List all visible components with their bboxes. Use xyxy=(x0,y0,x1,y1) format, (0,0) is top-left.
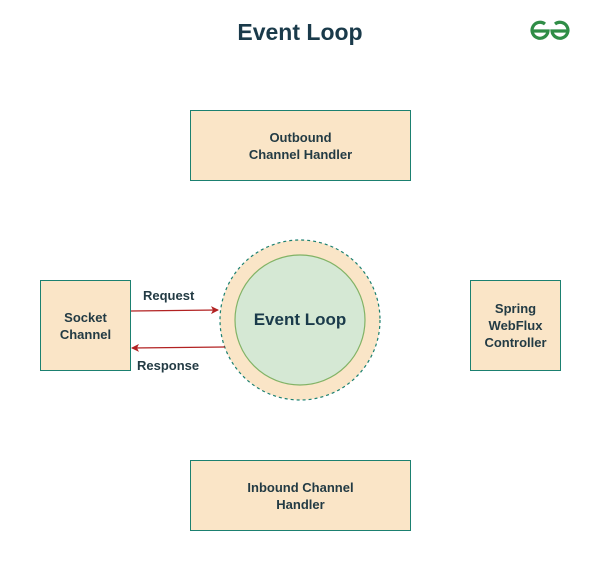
response-label: Response xyxy=(137,358,200,373)
socket-channel-box: Socket Channel xyxy=(40,280,131,371)
socket-channel-label: Socket Channel xyxy=(59,309,112,342)
outbound-channel-handler-label: Outbound Channel Handler xyxy=(248,129,353,162)
outbound-channel-handler-box: Outbound Channel Handler xyxy=(190,110,411,181)
spring-webflux-controller-box: Spring WebFlux Controller xyxy=(470,280,561,371)
diagram-title: Event Loop xyxy=(237,19,363,45)
response-arrow xyxy=(131,343,226,352)
inbound-channel-handler-box: Inbound Channel Handler xyxy=(190,460,411,531)
inbound-channel-handler-label: Inbound Channel Handler xyxy=(247,479,354,512)
geeksforgeeks-logo-icon xyxy=(530,20,570,40)
spring-webflux-controller-label: Spring WebFlux Controller xyxy=(484,301,547,350)
event-loop-inner-circle xyxy=(234,254,366,386)
request-arrow xyxy=(130,306,219,315)
request-label: Request xyxy=(143,288,195,303)
event-loop-label: Event Loop xyxy=(253,310,347,329)
